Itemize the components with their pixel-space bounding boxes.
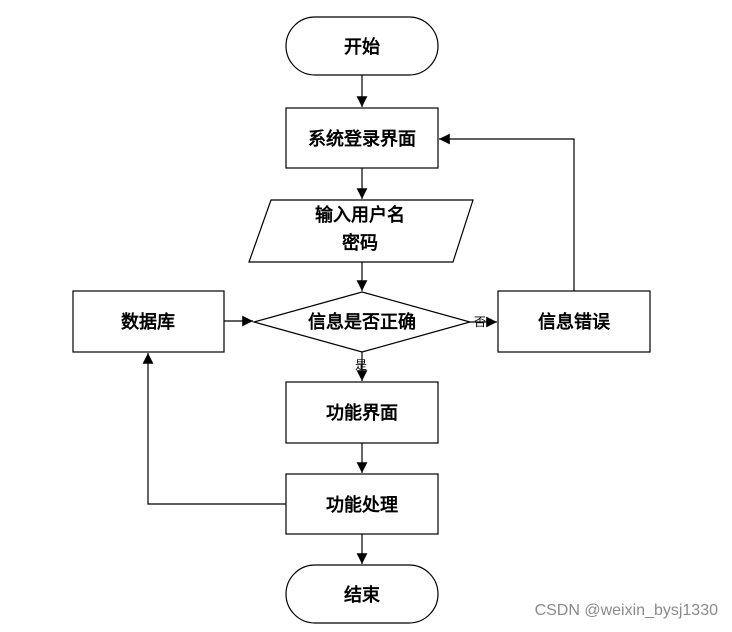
start-label: 开始	[344, 36, 380, 58]
start-node: 开始	[285, 16, 439, 76]
input-label-line2: 密码	[342, 232, 378, 254]
end-node: 结束	[285, 564, 439, 624]
check-node: 信息是否正确	[251, 291, 473, 353]
database-node: 数据库	[72, 290, 225, 353]
function-process-label: 功能处理	[326, 494, 398, 516]
function-page-node: 功能界面	[285, 381, 439, 444]
login-page-node: 系统登录界面	[285, 107, 439, 169]
edge-process-database	[142, 353, 286, 505]
function-process-node: 功能处理	[285, 473, 439, 535]
edge-error-login	[439, 133, 575, 291]
input-node: 输入用户名 密码	[248, 199, 474, 263]
error-node: 信息错误	[497, 290, 651, 353]
watermark: CSDN @weixin_bysj1330	[535, 602, 719, 619]
function-page-label: 功能界面	[326, 402, 398, 424]
no-label: 否	[474, 315, 486, 329]
end-label: 结束	[344, 584, 381, 606]
error-label: 信息错误	[538, 311, 611, 333]
login-page-label: 系统登录界面	[308, 128, 416, 150]
database-label: 数据库	[121, 311, 175, 333]
input-label-line1: 输入用户名	[315, 204, 405, 226]
yes-label: 是	[355, 358, 367, 372]
check-label: 信息是否正确	[308, 311, 416, 333]
